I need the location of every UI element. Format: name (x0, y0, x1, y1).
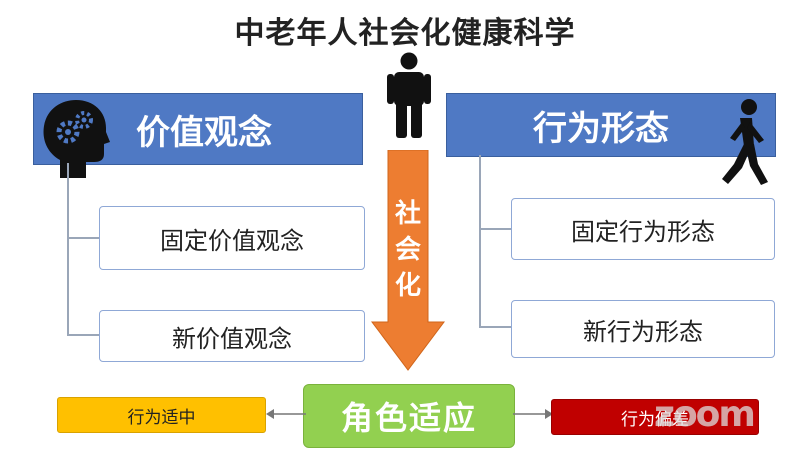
behavior-header-label: 行为形态 (533, 108, 669, 149)
new-behavior-label: 新行为形态 (583, 317, 703, 346)
fixed-behavior-label: 固定行为形态 (571, 217, 715, 246)
socialization-label: 社 会 化 (388, 196, 428, 304)
page-title: 中老年人社会化健康科学 (234, 16, 576, 51)
moderate-behavior-box: 行为适中 (57, 397, 266, 433)
deviant-behavior-box: 行为偏差 (551, 399, 759, 435)
right-branch-1 (479, 228, 511, 230)
arrow-char: 会 (394, 235, 421, 265)
standing-person-icon (387, 52, 431, 138)
arrow-char: 化 (394, 271, 421, 301)
zoom-watermark: zoom (654, 394, 756, 435)
new-behavior-box: 新行为形态 (511, 300, 775, 358)
new-values-label: 新价值观念 (172, 324, 292, 353)
role-adaptation-box: 角色适应 (303, 384, 515, 448)
head-gears-icon (43, 100, 110, 178)
fixed-behavior-box: 固定行为形态 (511, 198, 775, 260)
behavior-header: 行为形态 (446, 93, 776, 157)
right-tree-line (479, 155, 481, 327)
role-adaptation-label: 角色适应 (340, 399, 477, 437)
left-branch-1 (67, 237, 99, 239)
socialization-arrow (371, 150, 445, 371)
right-branch-2 (479, 326, 511, 328)
new-values-box: 新价值观念 (99, 310, 365, 362)
moderate-behavior-label: 行为适中 (127, 407, 196, 428)
arrow-char: 社 (394, 199, 421, 229)
left-tree-line (67, 163, 69, 335)
right-outcome-arrow (513, 409, 553, 419)
walking-person-icon (722, 99, 768, 185)
values-header-label: 价值观念 (136, 112, 272, 153)
left-branch-2 (67, 334, 99, 336)
left-outcome-arrow (266, 409, 306, 419)
fixed-values-label: 固定价值观念 (160, 226, 304, 255)
deviant-behavior-label: 行为偏差 (621, 409, 689, 430)
fixed-values-box: 固定价值观念 (99, 206, 365, 270)
